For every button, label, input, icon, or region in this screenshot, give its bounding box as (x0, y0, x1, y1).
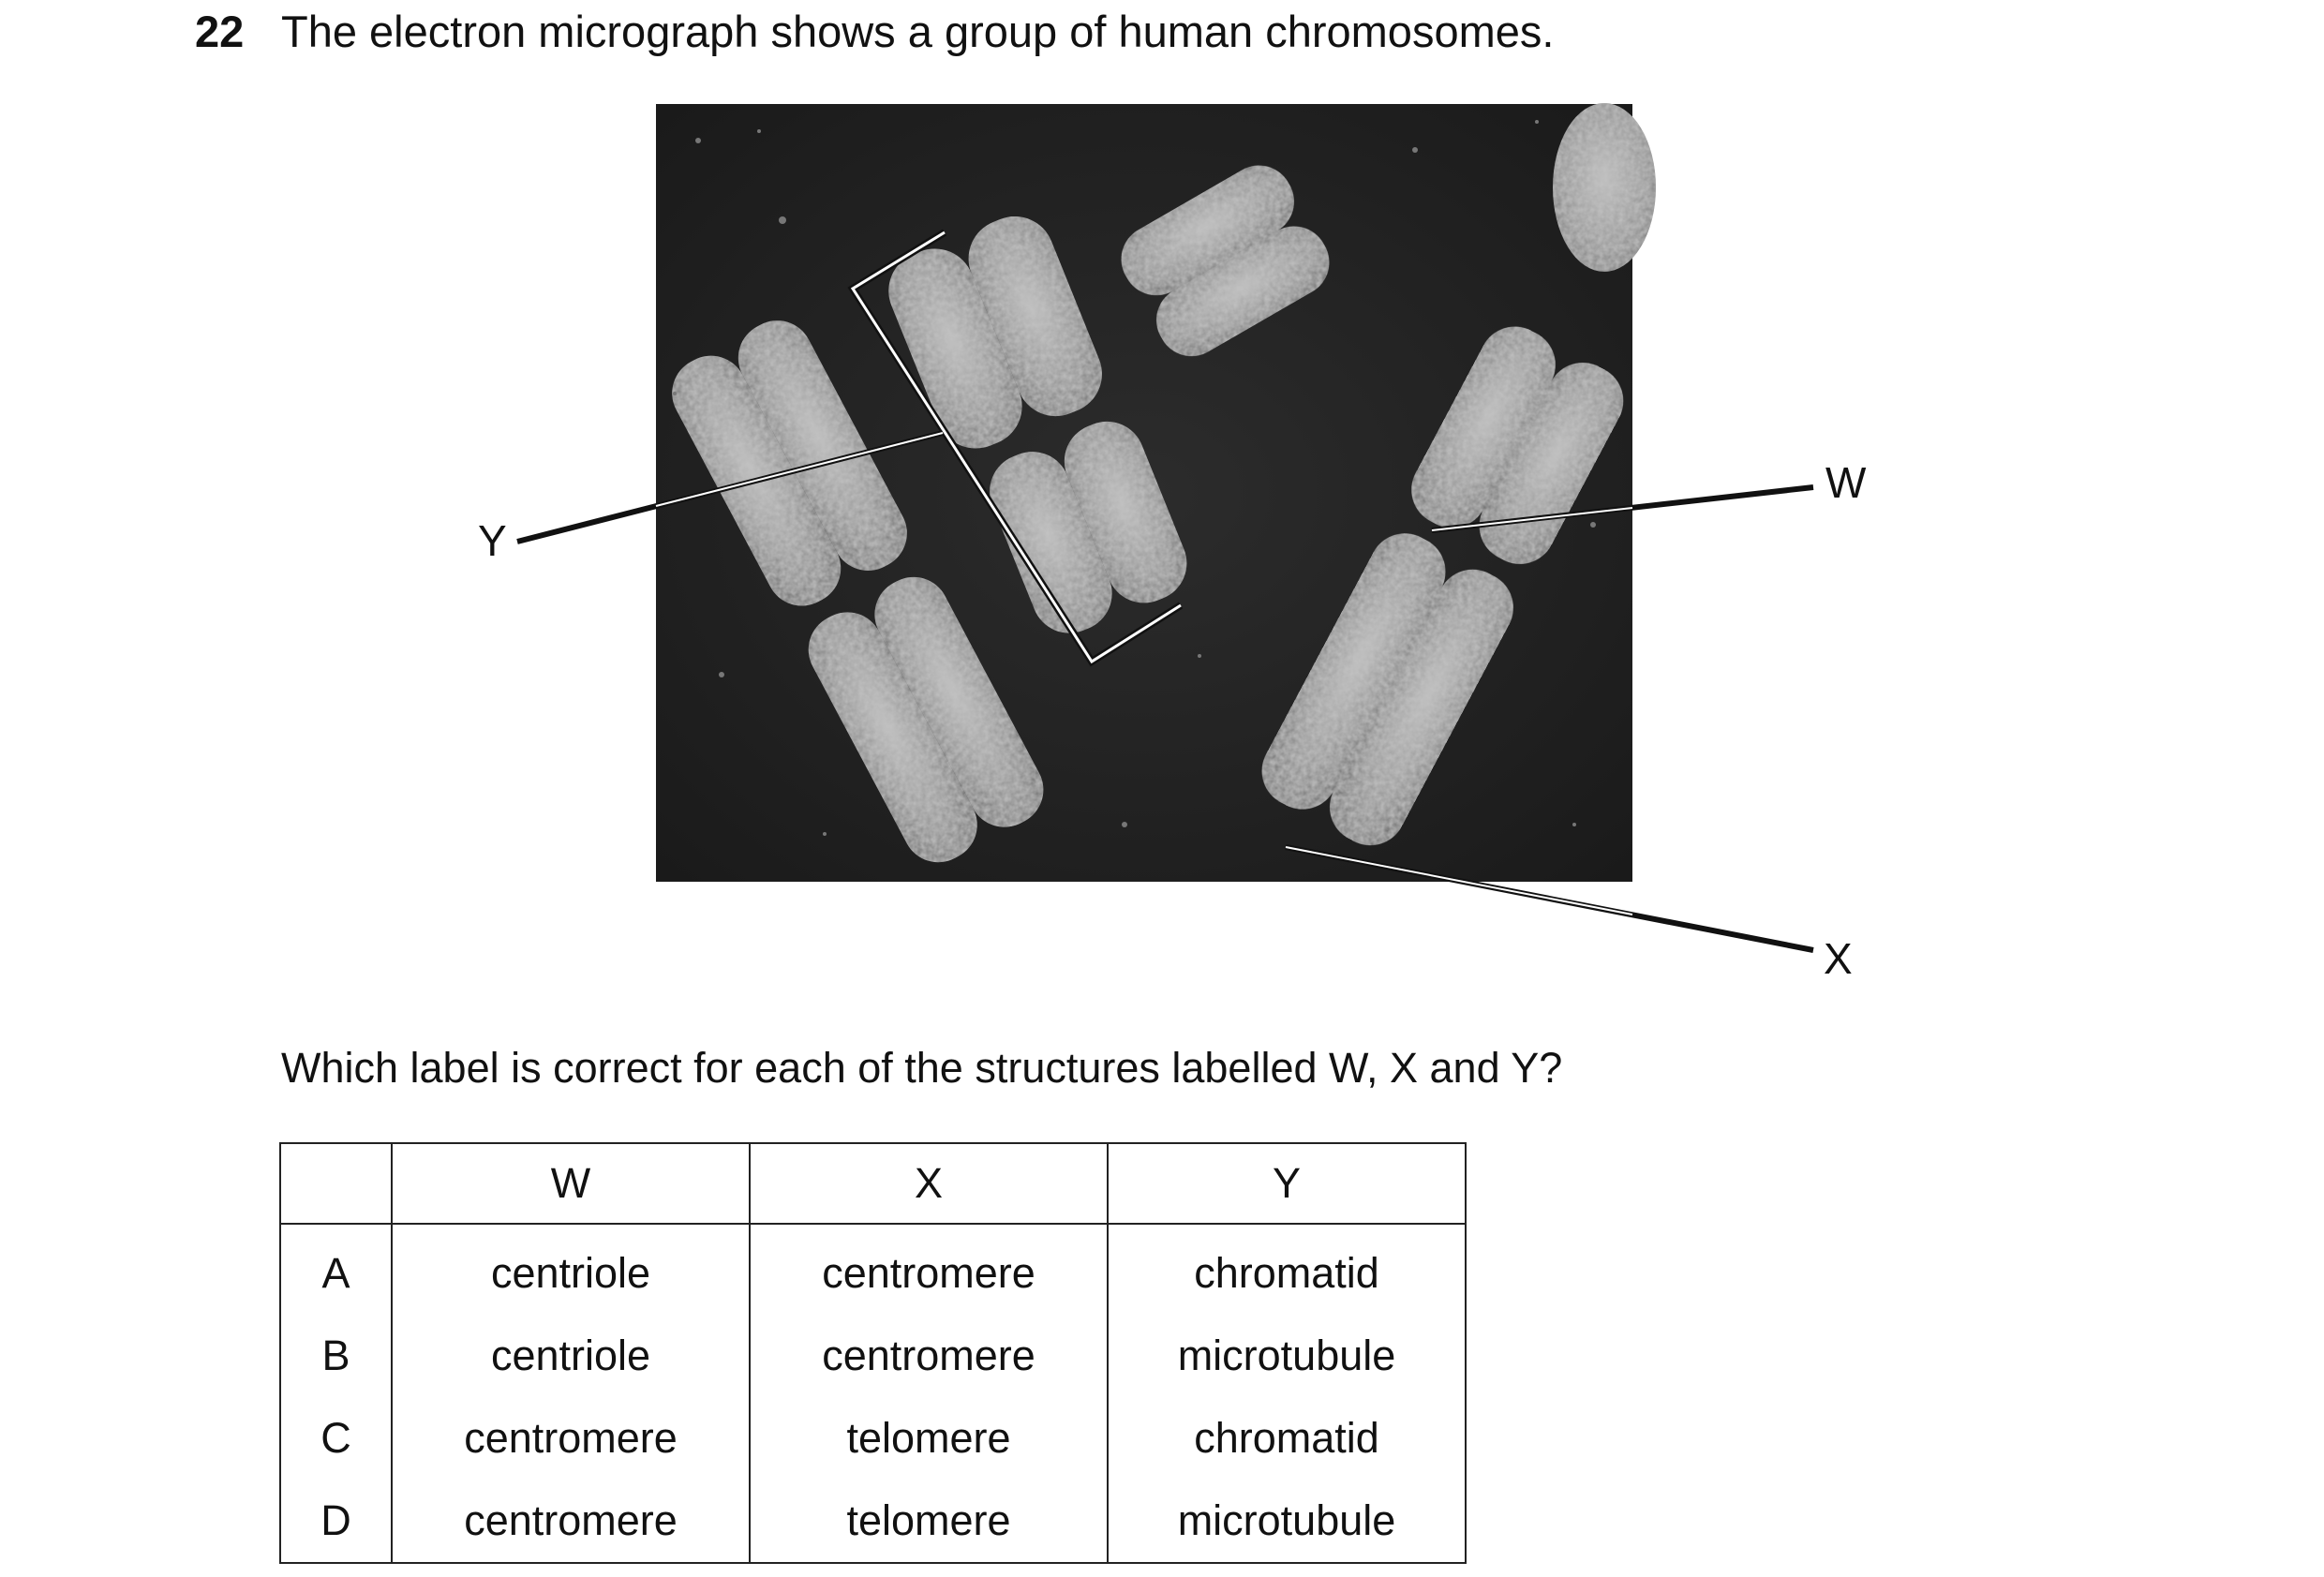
header-cell-y: Y (1107, 1142, 1467, 1225)
cell-x: centromere (749, 1315, 1109, 1397)
header-cell-blank (279, 1142, 393, 1225)
option-letter: D (279, 1480, 393, 1564)
option-letter: B (279, 1315, 393, 1397)
question-stem: The electron micrograph shows a group of… (281, 7, 1555, 56)
label-w: W (1825, 458, 1867, 507)
cell-w: centromere (391, 1397, 751, 1480)
background-specks (673, 120, 1596, 836)
cell-y: chromatid (1107, 1397, 1467, 1480)
table-row: A centriole centromere chromatid (279, 1224, 1467, 1315)
micrograph-figure (516, 103, 1814, 953)
option-letter: A (279, 1224, 393, 1315)
bracket-line (847, 229, 1184, 667)
cell-w: centriole (391, 1224, 751, 1315)
micrograph-svg (516, 103, 1814, 953)
cell-y: chromatid (1107, 1224, 1467, 1315)
leader-line-x (1285, 844, 1814, 953)
cell-w: centromere (391, 1480, 751, 1564)
option-letter: C (279, 1397, 393, 1480)
table-row: D centromere telomere microtubule (279, 1480, 1467, 1564)
leader-line-y (516, 430, 944, 544)
table-header-row: W X Y (279, 1142, 1467, 1225)
cell-x: telomere (749, 1397, 1109, 1480)
table-row: B centriole centromere microtubule (279, 1315, 1467, 1397)
cell-x: centromere (749, 1224, 1109, 1315)
cell-x: telomere (749, 1480, 1109, 1564)
label-x: X (1824, 934, 1853, 983)
cell-y: microtubule (1107, 1480, 1467, 1564)
options-table: W X Y A centriole centromere chromatid B… (279, 1142, 1467, 1564)
cell-w: centriole (391, 1315, 751, 1397)
question-prompt: Which label is correct for each of the s… (281, 1044, 1563, 1092)
chromosomes (672, 103, 1656, 863)
cell-y: microtubule (1107, 1315, 1467, 1397)
question-number: 22 (195, 7, 245, 56)
header-cell-x: X (749, 1142, 1109, 1225)
leader-line-w (1431, 484, 1814, 533)
table-row: C centromere telomere chromatid (279, 1397, 1467, 1480)
header-cell-w: W (391, 1142, 751, 1225)
label-y: Y (478, 516, 507, 565)
